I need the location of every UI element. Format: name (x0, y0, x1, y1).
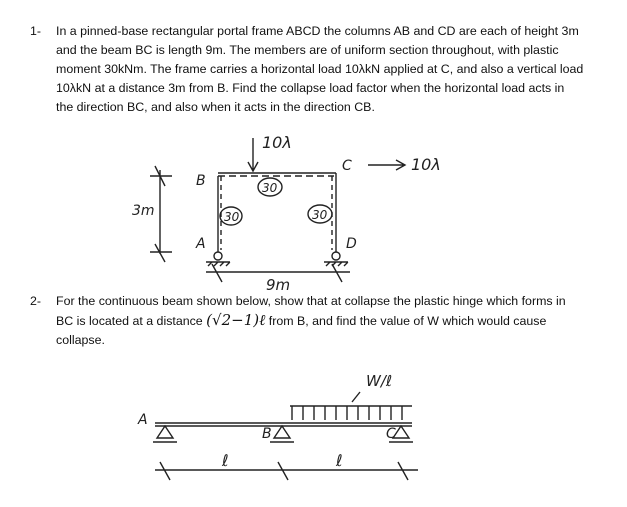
mp-beam-circle (257, 177, 283, 197)
span-dimension-line (155, 461, 418, 481)
span-bc-label: ℓ (335, 451, 343, 470)
vertical-load-arrow (247, 138, 259, 173)
question-2-line: BC is located at a distance (√2−1)ℓ from… (56, 311, 615, 331)
question-2-line: For the continuous beam shown below, sho… (56, 294, 566, 308)
span-ab-label: ℓ (221, 451, 229, 470)
question-1: 1- In a pinned-base rectangular portal f… (30, 22, 615, 117)
support-a-label: A (137, 412, 148, 428)
support-b-icon (270, 424, 294, 443)
pin-d-icon (331, 251, 341, 261)
mp-left-column-circle (219, 206, 243, 226)
support-b-label: B (262, 426, 272, 442)
udl-label-pointer (351, 391, 361, 403)
pin-d-ground-icon (324, 261, 349, 267)
mp-right-column-circle (307, 204, 333, 224)
left-column-mp-label: 30 (224, 210, 240, 224)
udl-load-label: W/ℓ (366, 372, 392, 390)
support-a-icon (153, 424, 177, 443)
pin-a-ground-icon (206, 261, 231, 267)
question-2-line: collapse. (56, 333, 105, 347)
right-column-mp-label: 30 (312, 208, 328, 222)
height-dimension-line (150, 165, 172, 263)
support-c-label: C (386, 426, 396, 442)
question-1-text: In a pinned-base rectangular portal fram… (56, 22, 615, 117)
udl-arrows-icon (291, 406, 403, 420)
beam-mp-label: 30 (262, 181, 278, 195)
question-1-line: the direction BC, and also when it acts … (56, 100, 375, 114)
question-1-line: moment 30kNm. The frame carries a horizo… (56, 62, 584, 76)
span-dimension-line (206, 263, 350, 283)
hinge-distance-formula: (√2−1)ℓ (206, 311, 266, 329)
node-d-label: D (346, 236, 357, 252)
question-2: 2- For the continuous beam shown below, … (30, 292, 615, 350)
question-1-line: In a pinned-base rectangular portal fram… (56, 24, 579, 38)
node-a-label: A (195, 236, 206, 252)
span-label: 9m (266, 276, 290, 294)
question-2-line2-start: BC is located at a distance (56, 314, 203, 328)
pin-a-icon (213, 251, 223, 261)
support-c-icon (389, 424, 413, 443)
horizontal-load-label: 10λ (411, 155, 441, 174)
question-2-number: 2- (30, 294, 42, 308)
question-1-line: 10λkN at a distance 3m from B. Find the … (56, 81, 565, 95)
node-b-label: B (196, 173, 206, 189)
question-2-text: For the continuous beam shown below, sho… (56, 292, 615, 350)
node-c-label: C (342, 158, 352, 174)
horizontal-load-arrow (368, 159, 407, 171)
question-1-number: 1- (30, 24, 42, 38)
question-2-line2-end: from B, and find the value of W which wo… (268, 314, 547, 328)
question-1-line: and the beam BC is length 9m. The member… (56, 43, 559, 57)
height-label: 3m (132, 203, 155, 219)
vertical-load-label: 10λ (262, 133, 292, 152)
